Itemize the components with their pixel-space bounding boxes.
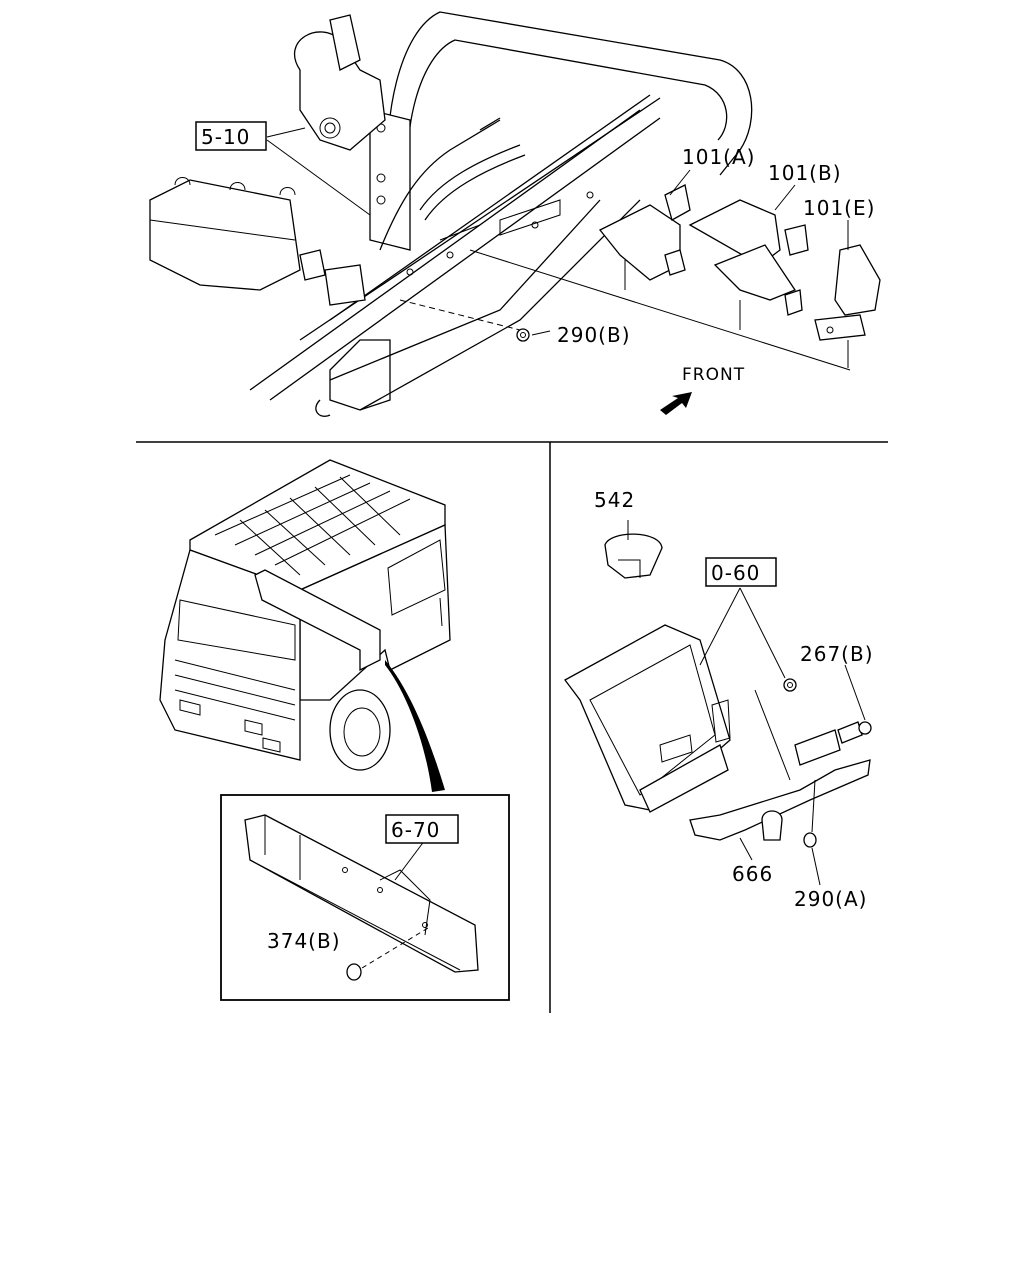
part-290b-label: 290(B) xyxy=(557,323,631,347)
ref-0-60-label: 0-60 xyxy=(711,561,760,585)
crossmember-drawing xyxy=(244,814,479,981)
ecu-assembly-drawing xyxy=(564,520,872,886)
part-290a-label: 290(A) xyxy=(794,887,867,911)
clip-542 xyxy=(604,520,663,579)
part-267b-label: 267(B) xyxy=(800,642,874,666)
bracket-101a xyxy=(598,184,691,290)
front-label: FRONT xyxy=(682,365,745,385)
nut-290b xyxy=(516,328,551,342)
part-101e-label: 101(E) xyxy=(803,196,875,220)
front-arrow-icon xyxy=(660,392,692,415)
part-666-label: 666 xyxy=(732,862,773,886)
bolt-267b xyxy=(837,721,872,744)
part-101a-label: 101(A) xyxy=(682,145,755,169)
part-542-label: 542 xyxy=(594,488,635,512)
bracket-101b xyxy=(688,199,809,330)
ref-6-70-label: 6-70 xyxy=(391,818,440,842)
frame-assembly-drawing xyxy=(149,11,881,417)
part-374b-label: 374(B) xyxy=(267,929,341,953)
truck-cab-drawing xyxy=(159,459,451,792)
bracket-101e xyxy=(814,244,881,368)
part-101b-label: 101(B) xyxy=(768,161,842,185)
ref-5-10-label: 5-10 xyxy=(201,125,250,149)
